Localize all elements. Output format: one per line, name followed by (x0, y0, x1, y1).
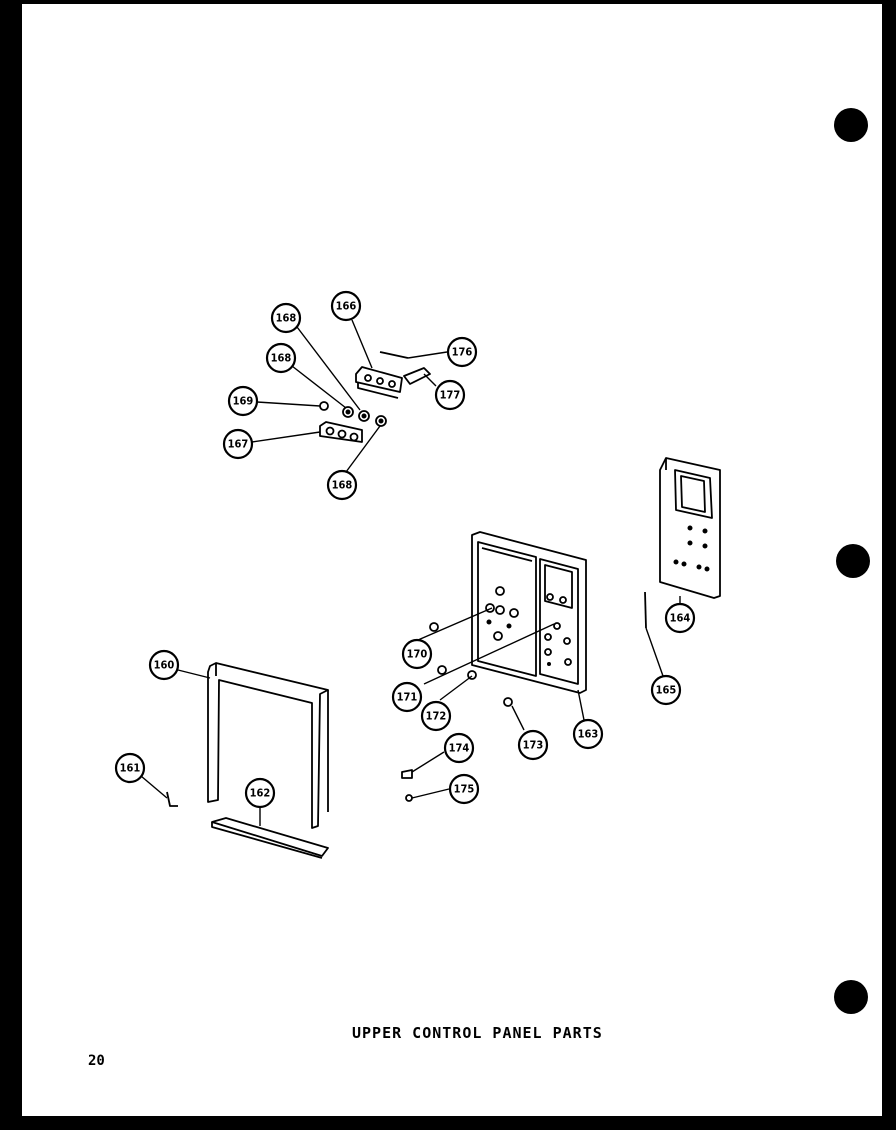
part-165-wire (644, 591, 647, 629)
part-173 (503, 697, 513, 707)
callout-162: 162 (244, 777, 276, 809)
callout-169: 169 (227, 385, 259, 417)
callout-168-top-label: 168 (276, 312, 297, 325)
callout-168-bottom-label: 168 (332, 479, 353, 492)
binder-hole-middle (836, 544, 870, 578)
paper-sheet (22, 4, 882, 1116)
callout-160: 160 (148, 649, 180, 681)
callout-172-label: 172 (426, 710, 447, 723)
callout-174: 174 (443, 732, 475, 764)
callout-166: 166 (330, 290, 362, 322)
part-176-spring (379, 351, 409, 359)
callout-170-label: 170 (407, 648, 428, 661)
callout-168-top: 168 (270, 302, 302, 334)
callout-175-label: 175 (454, 783, 475, 796)
callout-175: 175 (448, 773, 480, 805)
callout-164: 164 (664, 602, 696, 634)
callout-173: 173 (517, 729, 549, 761)
callout-176: 176 (446, 336, 478, 368)
callout-160-label: 160 (154, 659, 175, 672)
callout-168-middle-label: 168 (271, 352, 292, 365)
part-166-bracket (355, 366, 403, 399)
callout-161-label: 161 (120, 762, 141, 775)
callout-169-label: 169 (233, 395, 254, 408)
callout-162-label: 162 (250, 787, 271, 800)
callout-174-label: 174 (449, 742, 470, 755)
callout-170: 170 (401, 638, 433, 670)
part-168-knobs (342, 406, 387, 427)
part-175 (405, 794, 413, 802)
callout-167: 167 (222, 428, 254, 460)
callout-171: 171 (391, 681, 423, 713)
callout-168-bottom: 168 (326, 469, 358, 501)
callout-172: 172 (420, 700, 452, 732)
part-167-bezel (319, 421, 363, 443)
callout-165-label: 165 (656, 684, 677, 697)
binder-hole-bottom (834, 980, 868, 1014)
part-177-shaft (403, 367, 431, 385)
callout-163-label: 163 (578, 728, 599, 741)
callout-161: 161 (114, 752, 146, 784)
part-161-clip (166, 791, 178, 807)
diagram-title: UPPER CONTROL PANEL PARTS (352, 1024, 603, 1042)
callout-171-label: 171 (397, 691, 418, 704)
part-163-control-panel (471, 531, 587, 694)
callout-165: 165 (650, 674, 682, 706)
part-162-strip (211, 817, 329, 859)
part-169-spring (319, 401, 329, 411)
part-170 (429, 622, 439, 632)
part-171 (437, 665, 447, 675)
callout-167-label: 167 (228, 438, 249, 451)
part-164-back-panel (659, 457, 721, 599)
callout-166-label: 166 (336, 300, 357, 313)
part-174 (401, 769, 413, 779)
callout-177: 177 (434, 379, 466, 411)
callout-164-label: 164 (670, 612, 691, 625)
callout-168-middle: 168 (265, 342, 297, 374)
callout-176-label: 176 (452, 346, 473, 359)
callout-163: 163 (572, 718, 604, 750)
callout-177-label: 177 (440, 389, 461, 402)
part-160-frame (207, 662, 329, 829)
binder-hole-top (834, 108, 868, 142)
part-172 (467, 670, 477, 680)
callout-173-label: 173 (523, 739, 544, 752)
leader-lines (140, 319, 681, 826)
page-number: 20 (88, 1053, 105, 1069)
small-parts (401, 622, 513, 802)
